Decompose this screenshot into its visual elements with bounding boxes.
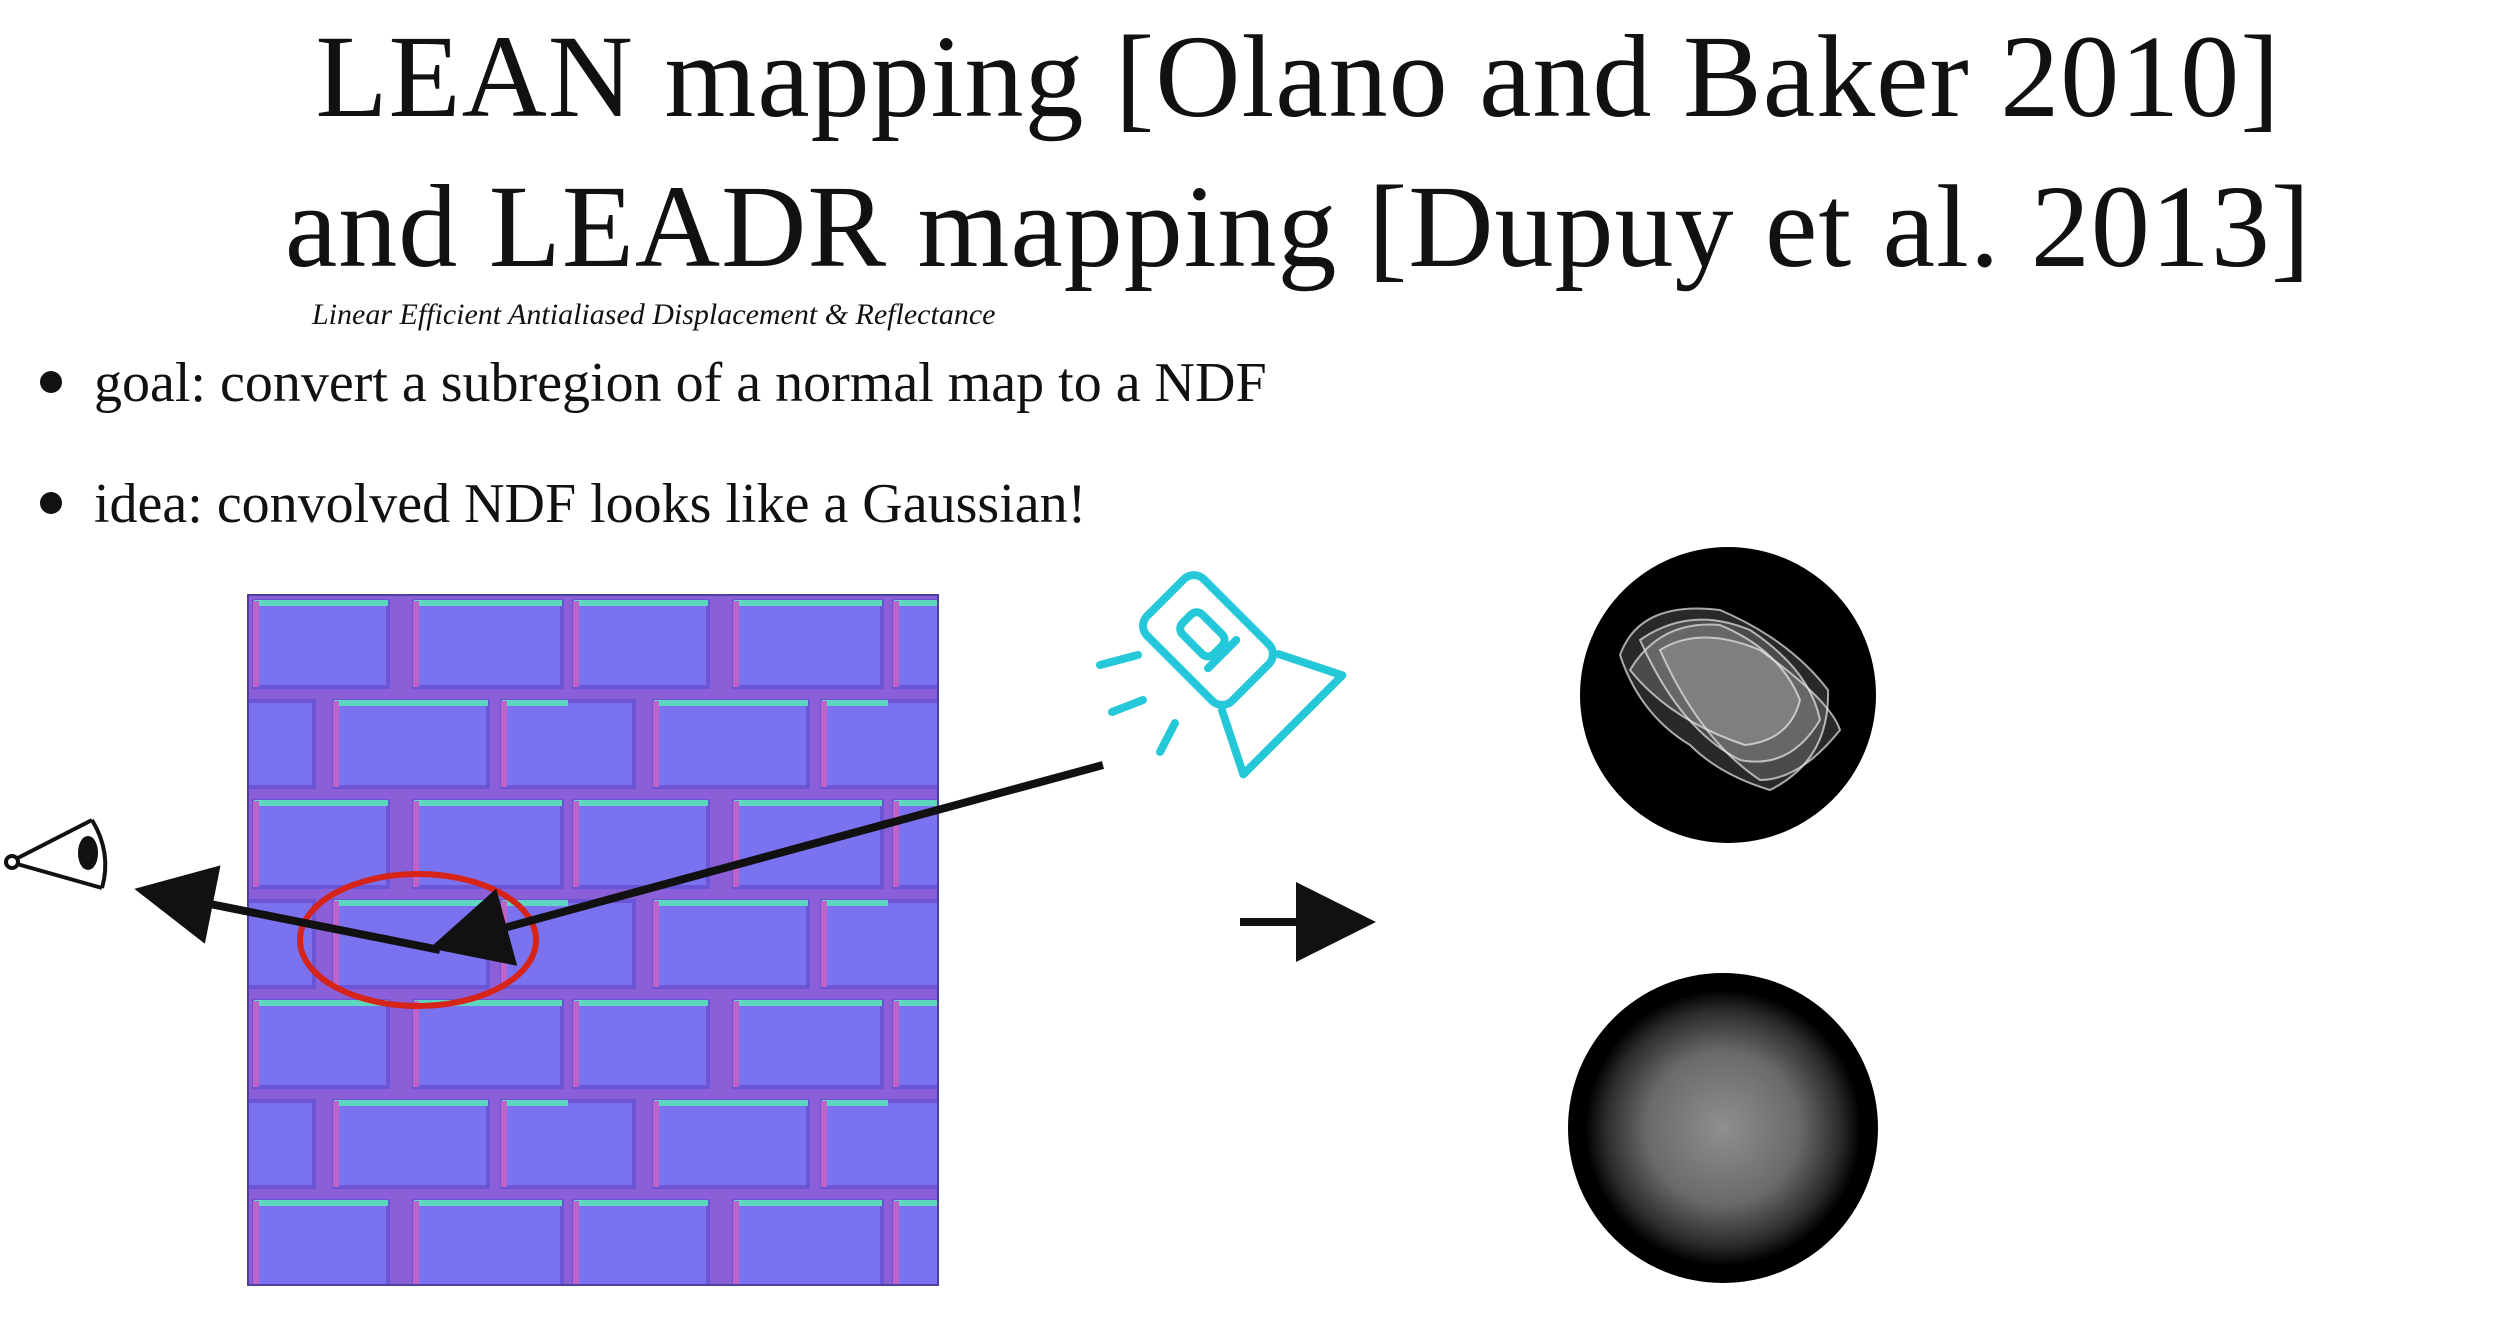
bullet-dot <box>40 492 62 515</box>
light-rays-icon <box>1096 651 1179 756</box>
incident-light-arrow <box>429 761 1105 966</box>
slide-title-line1: LEAN mapping [Olano and Baker 2010] <box>315 11 2281 142</box>
flashlight-icon <box>1139 571 1347 779</box>
acronym-subtitle: Linear Efficient Antialiased Displacemen… <box>312 298 996 331</box>
subregion-highlight-ellipse <box>297 871 539 1009</box>
bullet-idea-text: idea: convolved NDF looks like a Gaussia… <box>94 473 1087 535</box>
slide-title-line2: and LEADR mapping [Dupuy et al. 2013] <box>284 161 2312 292</box>
bullet-goal-text: goal: convert a subregion of a normal ma… <box>94 352 1267 414</box>
ndf-sharp-image <box>1580 547 1876 843</box>
bullet-idea: idea: convolved NDF looks like a Gaussia… <box>40 476 1086 532</box>
reflected-view-arrow <box>134 865 441 954</box>
normal-map-image <box>247 594 939 1286</box>
eye-icon <box>4 818 108 890</box>
bullet-goal: goal: convert a subregion of a normal ma… <box>40 355 1267 411</box>
ndf-gaussian-image <box>1568 973 1878 1283</box>
bullet-dot <box>40 371 62 394</box>
